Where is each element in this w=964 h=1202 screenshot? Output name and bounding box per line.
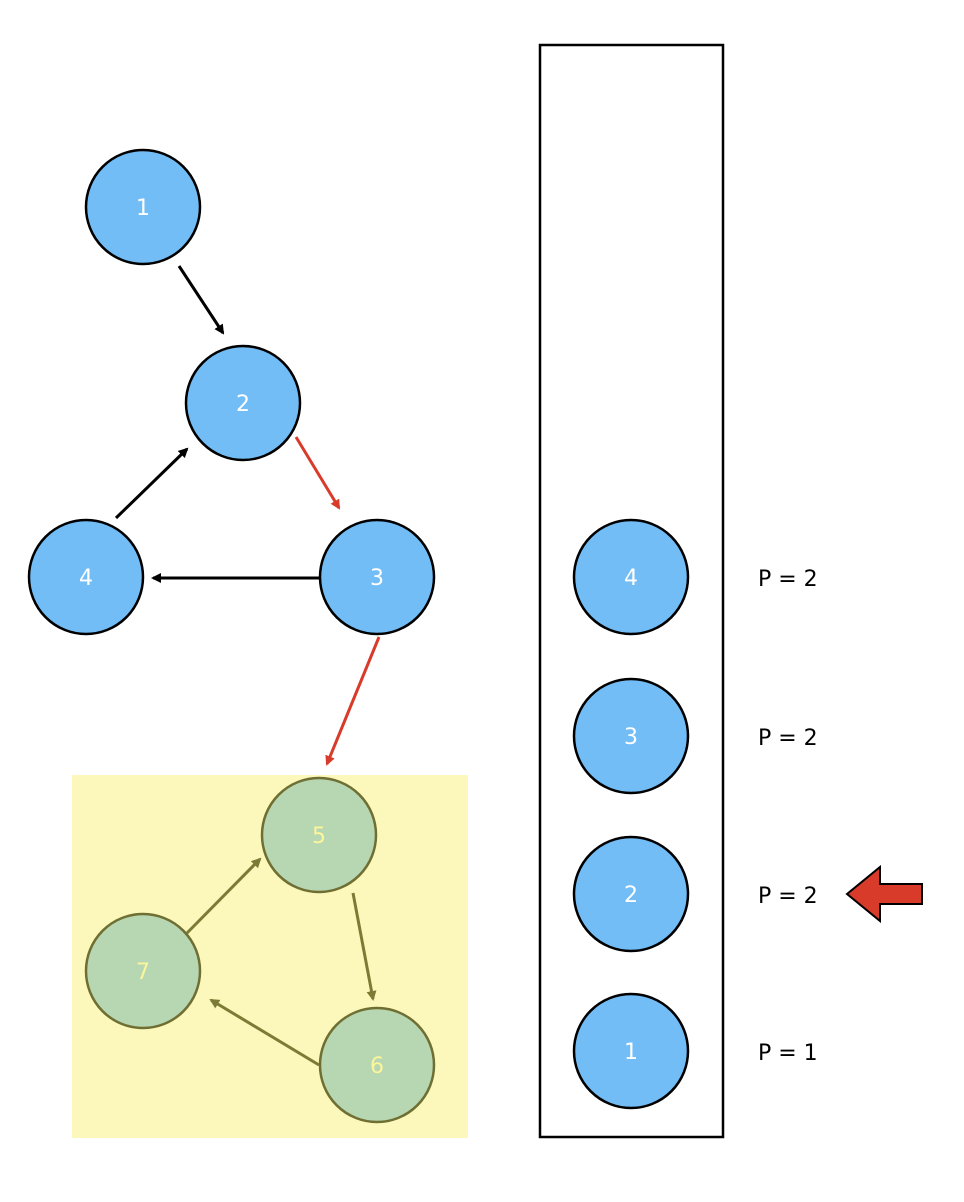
node-label: 6 bbox=[370, 1054, 384, 1079]
stack-node-label: 4 bbox=[624, 566, 638, 591]
graph-node-2: 2 bbox=[184, 344, 302, 462]
p-label-4: P = 2 bbox=[758, 567, 818, 592]
node-label: 1 bbox=[136, 196, 150, 221]
p-label-2: P = 2 bbox=[758, 884, 818, 909]
node-label: 5 bbox=[312, 824, 326, 849]
edge-6-7 bbox=[209, 998, 320, 1067]
node-label: 7 bbox=[136, 960, 150, 985]
node-label: 4 bbox=[79, 566, 93, 591]
graph-node-6: 6 bbox=[318, 1006, 436, 1124]
p-label-1: P = 1 bbox=[758, 1041, 818, 1066]
edges bbox=[114, 265, 381, 1067]
stack-node-label: 3 bbox=[624, 725, 638, 750]
node-label: 2 bbox=[236, 392, 250, 417]
graph-node-1: 1 bbox=[84, 148, 202, 266]
stack-container bbox=[538, 43, 725, 1139]
stack-node-label: 2 bbox=[624, 883, 638, 908]
pointer-arrow-icon bbox=[845, 864, 923, 924]
edge-7-5 bbox=[185, 857, 262, 935]
stack-item-3: 3 bbox=[572, 677, 690, 795]
stack-item-1: 1 bbox=[572, 992, 690, 1110]
graph-node-3: 3 bbox=[318, 518, 436, 636]
edge-3-5 bbox=[325, 636, 381, 766]
stack-item-4: 4 bbox=[572, 518, 690, 636]
node-label: 3 bbox=[370, 566, 384, 591]
edge-5-6 bbox=[351, 892, 377, 1001]
graph-node-7: 7 bbox=[84, 912, 202, 1030]
edge-4-2 bbox=[114, 447, 189, 520]
edge-1-2 bbox=[177, 265, 225, 335]
p-label-3: P = 2 bbox=[758, 726, 818, 751]
graph-node-5: 5 bbox=[260, 776, 378, 894]
stack-item-2: 2 bbox=[572, 835, 690, 953]
stack-node-label: 1 bbox=[624, 1040, 638, 1065]
graph-node-4: 4 bbox=[27, 518, 145, 636]
edge-2-3 bbox=[294, 436, 341, 510]
